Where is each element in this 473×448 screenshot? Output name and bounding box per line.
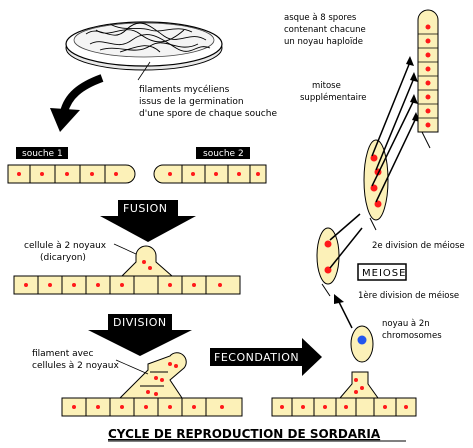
souche2-label: souche 2 xyxy=(203,149,244,159)
mitose-label-2: supplémentaire xyxy=(300,92,367,103)
souche2-banner xyxy=(196,147,250,159)
asque-label-2: contenant chacune xyxy=(284,25,366,35)
filaments-label-2: issus de la germination xyxy=(139,97,244,107)
hypha-souche2 xyxy=(153,164,267,184)
filament-avec-label-2: cellules à 2 noyaux xyxy=(32,361,119,371)
meiose-label: MEIOSE xyxy=(362,268,406,279)
dish-arrow xyxy=(60,74,104,114)
asque-label-1: asque à 8 spores xyxy=(284,13,357,23)
diagram-title: CYCLE DE REPRODUCTION DE SORDARIA xyxy=(108,427,381,441)
dicaryon-label-2: (dicaryon) xyxy=(40,253,86,263)
mitosis-arrows xyxy=(371,56,420,203)
meiosis-stage-1 xyxy=(316,227,353,329)
diploid-nucleus xyxy=(357,335,367,345)
division-label: DIVISION xyxy=(113,316,167,329)
mycelium-filaments xyxy=(85,22,211,53)
fusion-label: FUSION xyxy=(123,202,168,215)
fecondation-arrow: FECONDATION xyxy=(210,338,322,376)
ascus-8-spores xyxy=(417,9,439,149)
dicaryon-hypha xyxy=(13,245,241,295)
deuxieme-division-label: 2e division de méiose xyxy=(372,240,465,251)
noyau2n-label-1: noyau à 2n xyxy=(382,319,430,329)
zygote-hypha xyxy=(271,325,417,417)
filament-avec-label-1: filament avec xyxy=(32,349,93,359)
filaments-label-1: filaments mycéliens xyxy=(139,84,230,95)
filaments-label-3: d'une spore de chaque souche xyxy=(139,109,277,119)
premiere-division-label: 1ère division de méiose xyxy=(358,290,459,301)
petri-dish xyxy=(50,21,223,132)
hypha-souche1 xyxy=(7,164,136,184)
dicaryon-label-1: cellule à 2 noyaux xyxy=(24,241,107,251)
fusion-arrow: FUSION xyxy=(100,200,196,242)
souche1-label: souche 1 xyxy=(22,149,63,159)
meiose-box xyxy=(357,263,407,281)
mitose-label-1: mitose xyxy=(312,81,341,91)
noyau2n-label-2: chromosomes xyxy=(382,331,442,341)
dikaryotic-filament xyxy=(61,352,243,417)
fecondation-label: FECONDATION xyxy=(214,351,299,364)
asque-label-3: un noyau haploïde xyxy=(284,37,363,47)
division-arrow: DIVISION xyxy=(88,314,192,356)
souche1-banner xyxy=(16,147,68,159)
